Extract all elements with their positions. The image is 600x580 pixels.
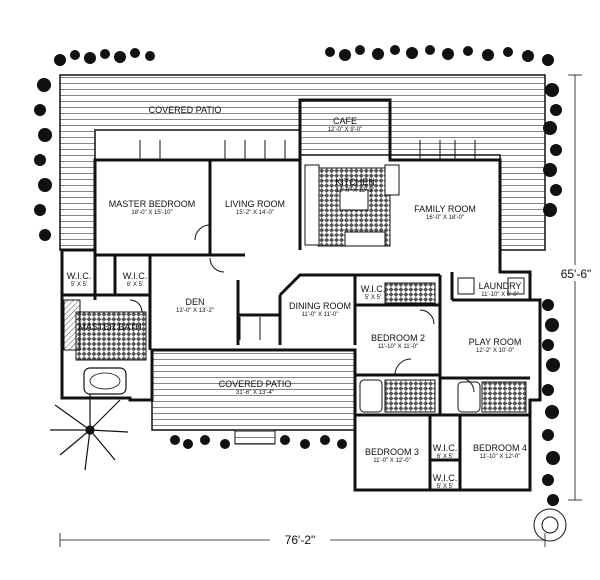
master-tub [83, 367, 127, 395]
bath-3-floor [384, 379, 436, 413]
overall-width-label: 76'-2" [285, 533, 316, 547]
label-cafe-size: 12'-0" X 9'-0" [328, 127, 363, 133]
exterior-walls [60, 98, 542, 492]
dimension-depth: 65'-6" [555, 74, 599, 501]
label-wic-master-1-size: 5' X 5' [71, 282, 87, 288]
label-dining-room: DINING ROOM [289, 301, 351, 311]
label-wic-bed4-2: W.I.C. [433, 473, 458, 483]
bath-4-floor [481, 381, 527, 413]
kitchen-island [339, 189, 369, 211]
label-wic-master-1: W.I.C. [67, 271, 92, 281]
hedge-right [542, 83, 562, 506]
label-living-room-size: 15'-2" X 14'-0" [236, 210, 274, 216]
master-bath-floor [75, 311, 147, 361]
master-tub-basin [89, 372, 121, 390]
label-wic-bed4-2-size: 5' X 5' [437, 484, 453, 490]
interior-walls [62, 160, 530, 490]
landscaping [34, 45, 567, 542]
dimension-width: 76'-2" [59, 532, 546, 547]
label-laundry-size: 11'-10" X 6'-0" [481, 292, 518, 298]
label-master-bath: MASTER BATH [78, 322, 141, 332]
label-master-bedroom-size: 18'-0" X 15'-10" [131, 210, 172, 216]
label-wic-bed2-size: 5' X 5' [365, 295, 381, 301]
room-labels: COVERED PATIO CAFE 12'-0" X 9'-0" MASTER… [67, 105, 527, 490]
label-wic-bed2: W.I.C. [361, 284, 386, 294]
label-wic-bed4-1-size: 6' X 5' [437, 454, 453, 460]
label-kitchen: KITCHEN [335, 177, 375, 187]
label-den-size: 13'-0" X 13'-2" [176, 308, 214, 314]
tub-bath-4 [457, 381, 481, 413]
label-wic-master-2-size: 6' X 5' [127, 282, 143, 288]
label-bedroom-2: BEDROOM 2 [371, 333, 425, 343]
bath-2-floor [384, 282, 436, 304]
label-dining-room-size: 11'-0" X 11'-0" [301, 312, 338, 318]
palm-left [50, 390, 129, 471]
label-covered-patio-top: COVERED PATIO [149, 105, 222, 115]
label-play-room-size: 12'-2" X 10'-0" [476, 348, 514, 354]
hedge-top [54, 45, 554, 66]
kitchen-counter [304, 164, 320, 246]
kitchen-counter-bottom [344, 231, 386, 247]
kitchen-counter-right [384, 164, 400, 196]
label-family-room-size: 16'-0" X 18'-0" [426, 215, 464, 221]
label-bedroom-2-size: 11'-10" X 11'-0" [378, 344, 418, 350]
label-family-room: FAMILY ROOM [414, 204, 476, 214]
label-bedroom-3: BEDROOM 3 [365, 447, 419, 457]
label-wic-master-2: W.I.C. [123, 271, 148, 281]
label-master-bedroom: MASTER BEDROOM [109, 199, 196, 209]
label-bedroom-3-size: 11'-0" X 12'-0" [373, 458, 410, 464]
label-kitchen-size: 12'-0" X 12'-0" [336, 188, 374, 194]
laundry-washer [457, 277, 475, 295]
covered-patio-bottom [151, 349, 356, 431]
label-covered-patio-bottom: COVERED PATIO [219, 379, 292, 389]
patio-steps [234, 429, 276, 445]
label-bedroom-4: BEDROOM 4 [473, 443, 527, 453]
label-play-room: PLAY ROOM [469, 337, 522, 347]
label-laundry: LAUNDRY [479, 281, 522, 291]
overall-depth-label: 65'-6" [561, 267, 592, 281]
label-bedroom-4-size: 11'-10" X 12'-0" [480, 454, 521, 460]
tree-bottom-right [533, 508, 567, 542]
label-living-room: LIVING ROOM [225, 199, 285, 209]
laundry-dryer [507, 277, 525, 295]
label-covered-patio-bottom-size: 31'-6" X 13'-4" [236, 390, 274, 396]
label-wic-bed4-1: W.I.C. [433, 443, 458, 453]
label-den: DEN [185, 297, 204, 307]
tub-bath-3 [359, 379, 383, 413]
master-shower [63, 299, 81, 351]
doors [129, 140, 476, 393]
label-cafe: CAFE [333, 116, 357, 126]
shrub-bottom [170, 435, 347, 449]
hedge-left [34, 78, 52, 241]
